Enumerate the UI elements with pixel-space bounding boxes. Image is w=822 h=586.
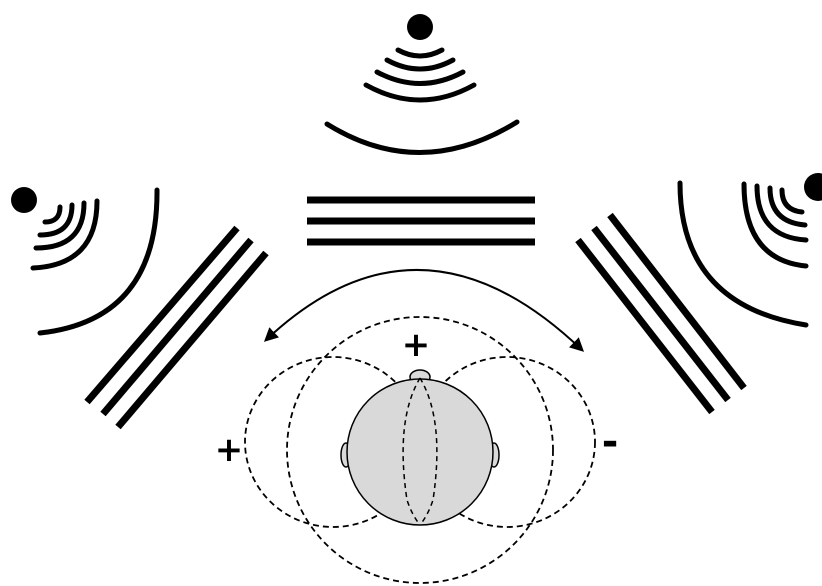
top-wave-5 [327,122,517,153]
head-circle [347,379,493,525]
front-sign: + [402,325,431,365]
top-wavefronts [327,50,517,153]
left-plane-line-2 [103,240,251,414]
listener-head-icon [341,370,499,525]
right-source-icon [804,173,822,201]
left-source [11,187,266,427]
top-source-icon [407,14,433,40]
right-source [578,173,822,412]
left-sign: + [215,430,244,470]
right-plane-wave [578,215,744,412]
right-plane-line-2 [594,228,728,400]
left-plane-wave [87,228,266,427]
left-wavefronts [33,190,157,333]
top-wave-1 [398,50,442,56]
top-wave-3 [377,72,463,84]
left-source-icon [11,187,37,213]
top-plane-wave [307,200,535,242]
right-wavefronts [680,183,806,325]
right-sign: - [602,419,619,465]
top-source [307,14,535,242]
right-wave-1 [782,190,802,212]
left-wave-1 [45,207,60,222]
top-wave-4 [366,85,474,100]
top-wave-2 [387,60,453,69]
